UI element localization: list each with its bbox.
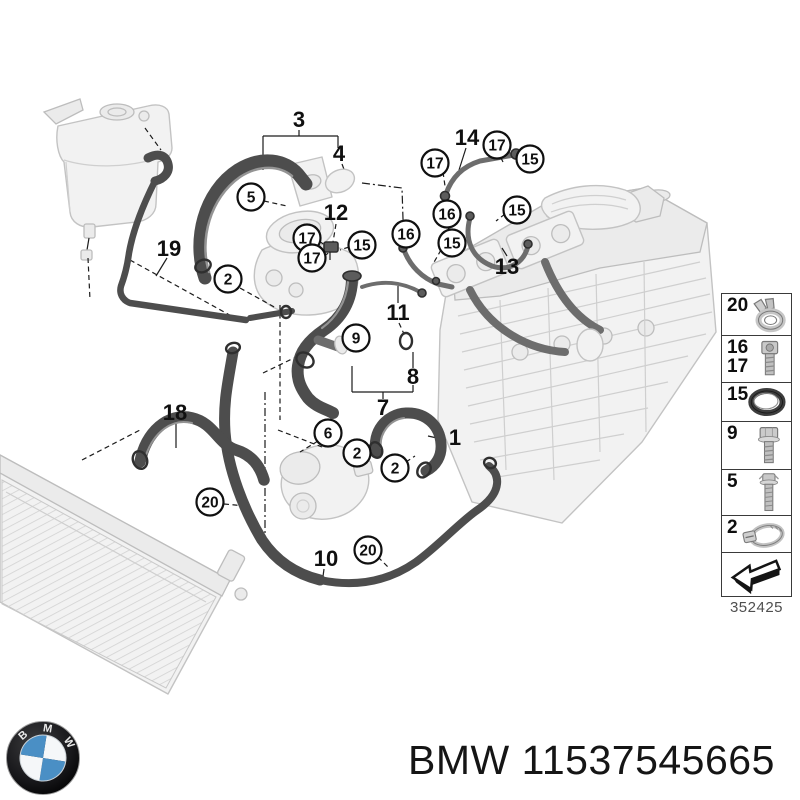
callout-3: 3 (293, 107, 305, 132)
legend-item-cheese-head-bolt: 16 17 (722, 335, 791, 382)
callout-15-circled-c: 15 (437, 228, 467, 258)
legend-item-direction-arrow (721, 552, 792, 597)
callout-18: 18 (163, 400, 187, 425)
callout-15-circled-a: 15 (347, 230, 377, 260)
callout-17-circled-b: 17 (297, 243, 327, 273)
svg-text:20: 20 (201, 495, 218, 512)
bmw-logo: B M W (6, 721, 80, 795)
callout-4: 4 (333, 141, 346, 166)
svg-text:2: 2 (224, 272, 233, 289)
legend-item-spring-clamp: 20 (722, 294, 791, 335)
oil-pipe-13 (465, 211, 533, 271)
svg-text:9: 9 (352, 331, 361, 348)
callout-2-circled-c: 2 (380, 453, 410, 483)
legend-item-o-ring: 15 (722, 382, 791, 421)
coolant-hose-10 (316, 456, 502, 588)
svg-text:2: 2 (391, 461, 400, 478)
svg-text:20: 20 (359, 543, 376, 560)
legend-label: 20 (727, 295, 749, 316)
hex-bolt-icon (757, 426, 780, 463)
svg-text:16: 16 (438, 207, 456, 224)
svg-text:15: 15 (353, 238, 371, 255)
callout-17-circled-d: 17 (482, 130, 512, 160)
callout-1: 1 (449, 425, 461, 450)
spring-clamp-icon (753, 297, 786, 332)
svg-text:15: 15 (508, 203, 526, 220)
callout-9-circled: 9 (341, 323, 371, 353)
callout-20-circled-b: 20 (353, 535, 383, 565)
hose-clamp-icon (742, 523, 785, 548)
svg-text:16: 16 (397, 227, 415, 244)
valve-12 (323, 241, 339, 260)
svg-text:5: 5 (247, 190, 256, 207)
radiator (0, 454, 248, 695)
direction-arrow-icon (730, 558, 781, 594)
coolant-hose-3 (193, 154, 356, 285)
svg-text:2: 2 (353, 446, 362, 463)
thermostat-housing (253, 156, 359, 316)
coolant-hose-7 (291, 270, 362, 419)
legend-item-hose-clamp: 2 (722, 515, 791, 552)
radiator-hose-18 (131, 411, 270, 486)
legend-item-flange-bolt: 5 (722, 469, 791, 515)
callout-6-circled: 6 (313, 418, 343, 448)
callout-11: 11 (386, 300, 409, 325)
legend-item-hex-bolt: 9 (722, 421, 791, 469)
callout-16-circled-b: 16 (391, 219, 421, 249)
lower-hose (219, 341, 326, 586)
svg-text:6: 6 (324, 426, 333, 443)
callout-14: 14 (455, 125, 480, 150)
legend-label: 2 (727, 517, 738, 538)
callout-13: 13 (495, 254, 519, 279)
callout-8: 8 (407, 364, 419, 389)
svg-text:15: 15 (521, 152, 539, 169)
part-title: BMW 11537545665 (408, 737, 775, 784)
callout-15-circled-b: 15 (515, 144, 545, 174)
svg-text:17: 17 (303, 251, 320, 268)
legend-label: 16 (727, 337, 749, 358)
expansion-tank (42, 98, 173, 261)
callout-16-circled-a: 16 (432, 199, 462, 229)
legend-label: 5 (727, 471, 738, 492)
legend-label: 9 (727, 423, 738, 444)
callout-15-circled-d: 15 (502, 195, 532, 225)
svg-text:15: 15 (443, 236, 461, 253)
svg-text:17: 17 (298, 231, 315, 248)
callout-17-circled-c: 17 (420, 148, 450, 178)
diagram-number: 352425 (729, 599, 784, 616)
flange-bolt-icon (758, 472, 779, 511)
part-number-text: 11537545665 (521, 737, 775, 783)
exhaust-manifold (430, 210, 604, 362)
pipe-11 (360, 280, 427, 351)
callout-2-circled-a: 2 (213, 264, 243, 294)
brand-text: BMW (408, 737, 510, 783)
callout-19: 19 (157, 236, 181, 261)
bmw-roundel-quadrants: B M W (16, 722, 77, 782)
oil-pipe-14 (439, 148, 522, 202)
o-ring-icon (748, 387, 786, 417)
callouts: 3 4 12 14 13 19 11 8 7 18 10 1 5 17 17 1… (157, 107, 545, 571)
legend-label: 17 (727, 356, 749, 377)
svg-text:17: 17 (426, 156, 443, 173)
callout-2-circled-b: 2 (342, 438, 372, 468)
svg-text:17: 17 (488, 138, 505, 155)
legend-label: 15 (727, 384, 749, 405)
callout-5-circled: 5 (236, 182, 266, 212)
callout-7: 7 (377, 395, 389, 420)
cheese-head-bolt-icon (761, 340, 779, 376)
vent-hose-19 (117, 150, 295, 324)
logo-letter-m: M (42, 722, 53, 735)
callout-12: 12 (324, 200, 348, 225)
fasteners-legend: 20 16 17 15 9 (721, 293, 792, 553)
callout-20-circled-a: 20 (195, 487, 225, 517)
callout-10: 10 (314, 546, 338, 571)
